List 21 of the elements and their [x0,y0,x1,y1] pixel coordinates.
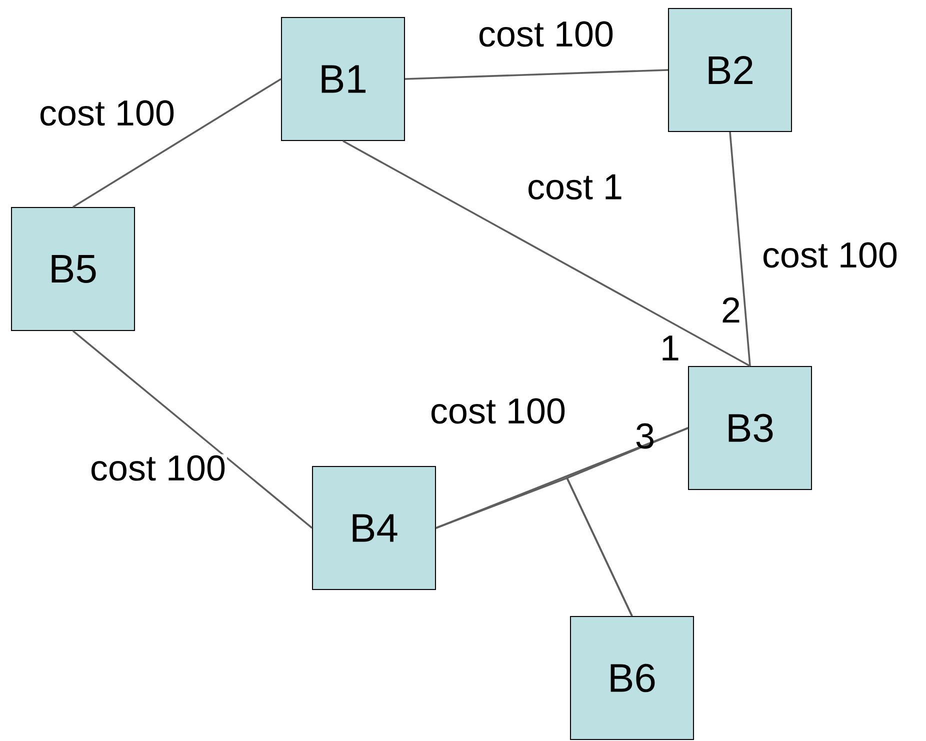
port-number: 3 [636,423,654,449]
network-box: B5 [11,206,135,331]
network-box: B6 [570,616,694,740]
port-number: 2 [722,297,740,323]
network-box: B4 [312,466,436,590]
edge-label: cost 100 [88,454,228,482]
connector-line [404,69,668,80]
network-box: B3 [688,366,812,490]
edge-label: cost 100 [760,241,900,269]
connector-line [72,78,282,208]
connector-line [729,132,751,366]
network-box: B2 [668,8,792,132]
network-box: B1 [281,16,405,141]
edge-label: cost 100 [428,397,568,425]
connector-line [72,330,313,529]
connector-line [566,427,688,616]
port-number: 1 [662,336,678,360]
edge-label: cost 1 [526,173,624,201]
edge-label: cost 100 [476,20,616,48]
edge-label: cost 100 [38,99,176,127]
connector-line [342,140,750,367]
